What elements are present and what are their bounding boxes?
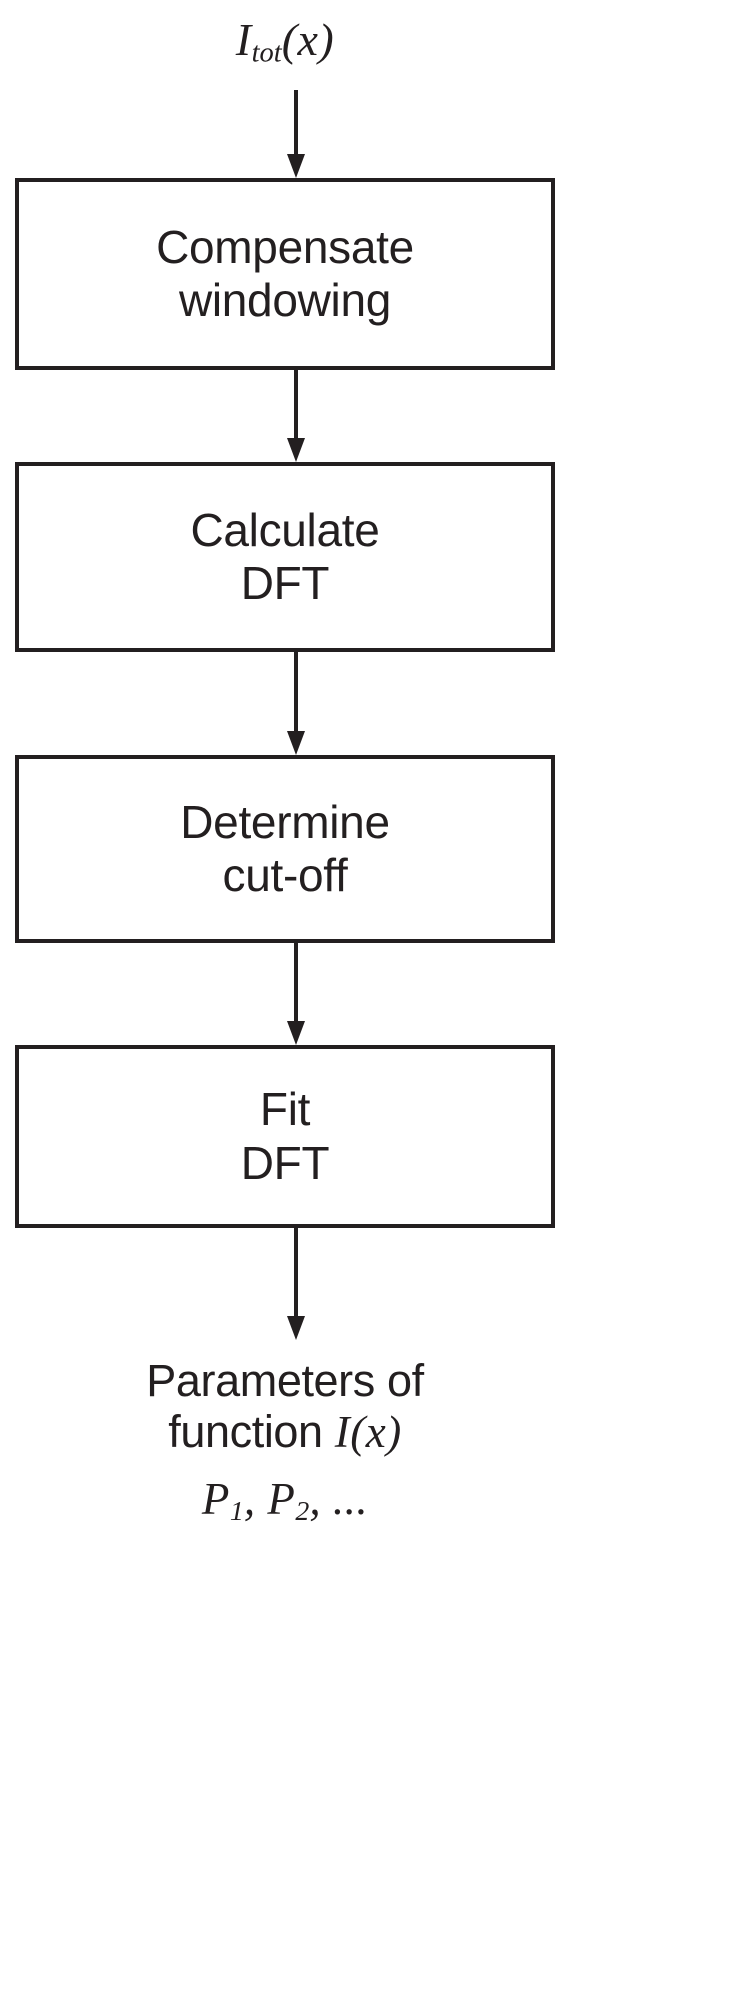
output-param-2: P2 [267,1473,310,1527]
process-box-step-2-label: Calculate DFT [190,503,380,609]
arrow-shaft [294,370,298,440]
output-param-1-symbol: P [201,1473,230,1524]
arrow-shaft [294,652,298,733]
arrow-input-to-step-1 [285,90,307,178]
output-label: Parameters of function I(x) P1, P2, ... [0,1355,570,1528]
arrow-shaft [294,1228,298,1318]
arrow-head-icon [287,154,305,178]
output-ellipsis: ... [332,1473,369,1524]
input-label: Itot(x) [0,14,570,70]
process-box-step-2[interactable]: Calculate DFT [15,462,555,652]
input-argument: (x) [281,14,335,65]
output-param-1: P1 [201,1473,244,1527]
output-param-separator-2: , [309,1473,333,1524]
output-function-argument: (x) [350,1407,402,1458]
output-param-separator-1: , [243,1473,268,1524]
arrow-shaft [294,943,298,1023]
arrow-step-3-to-step-4 [285,943,307,1045]
arrow-step-2-to-step-3 [285,652,307,755]
process-box-step-4-label: Fit DFT [240,1083,330,1189]
process-box-step-3[interactable]: Determine cut-off [15,755,555,943]
output-function-symbol: I [334,1407,351,1458]
arrow-head-icon [287,1316,305,1340]
arrow-shaft [294,90,298,156]
input-subscript: tot [251,37,282,69]
arrow-step-1-to-step-2 [285,370,307,462]
output-line-2: function I(x) [0,1406,570,1458]
output-line-3: P1, P2, ... [0,1473,570,1528]
output-param-2-symbol: P [267,1473,296,1524]
process-box-step-3-label: Determine cut-off [180,795,390,901]
input-symbol: I [235,14,252,65]
arrow-head-icon [287,731,305,755]
process-box-step-1[interactable]: Compensate windowing [15,178,555,370]
output-param-2-subscript: 2 [295,1495,310,1527]
output-param-1-subscript: 1 [229,1495,244,1527]
arrow-head-icon [287,1021,305,1045]
arrow-step-4-to-output [285,1228,307,1340]
output-line-2-prefix: function [168,1406,335,1458]
process-box-step-1-label: Compensate windowing [156,220,414,326]
process-box-step-4[interactable]: Fit DFT [15,1045,555,1228]
output-line-1: Parameters of [146,1355,424,1406]
arrow-head-icon [287,438,305,462]
